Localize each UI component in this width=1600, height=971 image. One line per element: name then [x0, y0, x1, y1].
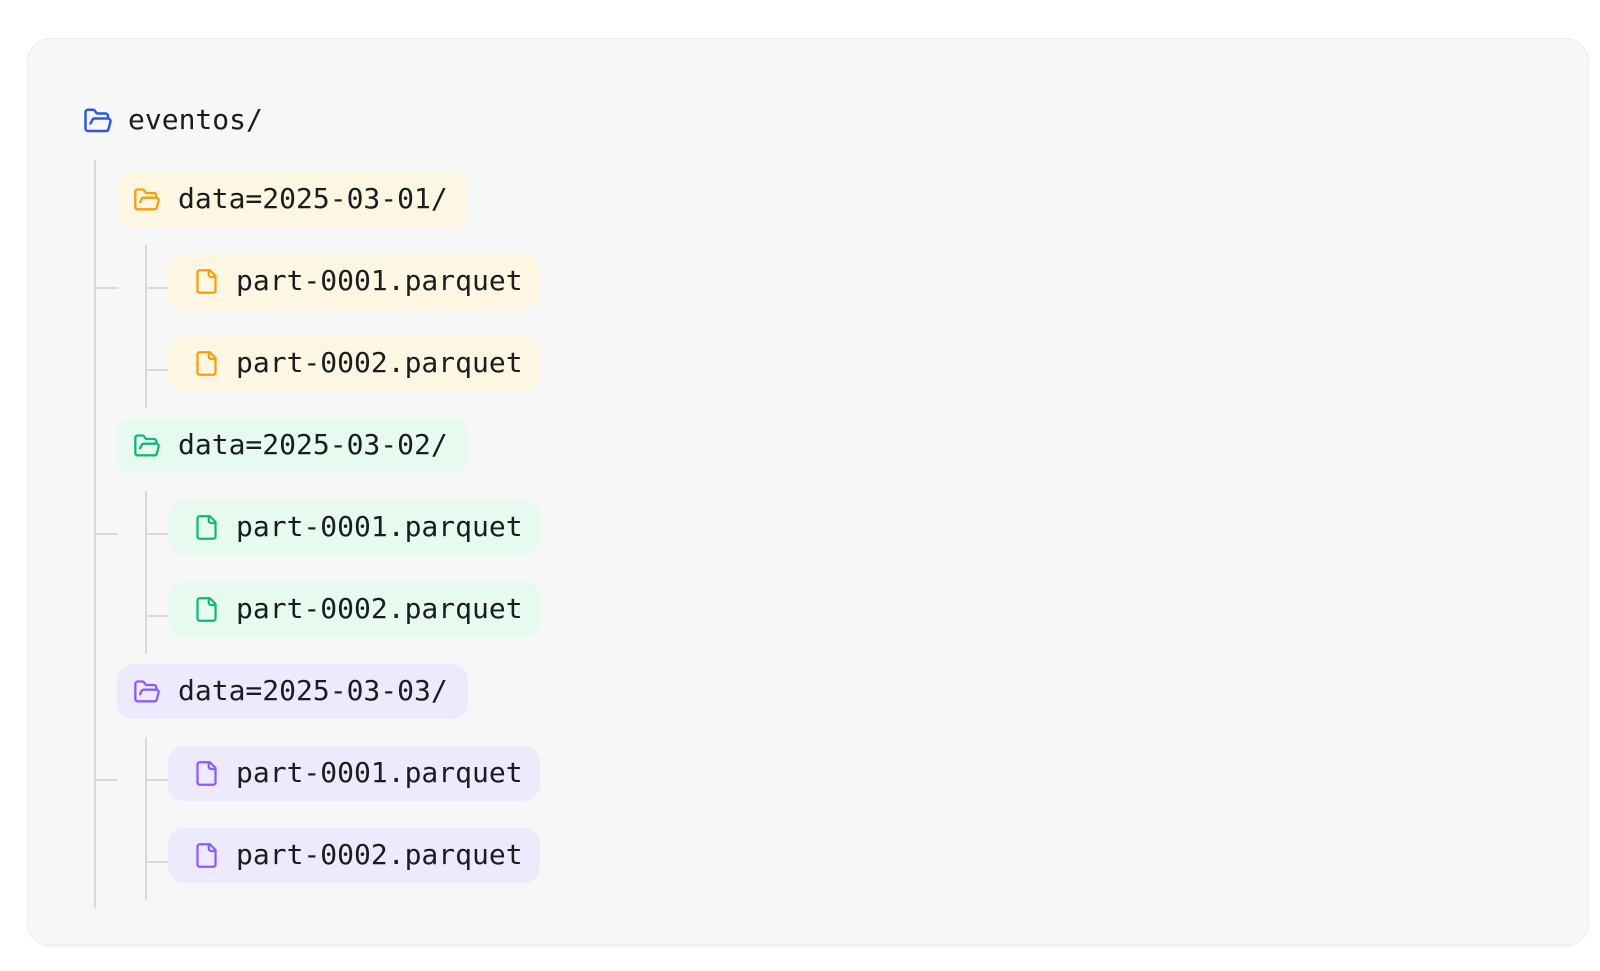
file-row: part-0001.parquet [168, 500, 540, 555]
file-label: part-0002.parquet [236, 591, 523, 625]
file-label: part-0002.parquet [236, 837, 523, 871]
tree-branch-tick [145, 287, 169, 289]
partition-folder-label: data=2025-03-01/ [178, 181, 448, 215]
file-icon [193, 596, 220, 623]
file-row: part-0001.parquet [168, 746, 540, 801]
partition-folder-row: data=2025-03-03/ [117, 664, 468, 719]
tree-branch-tick [94, 533, 118, 535]
tree-guide-line [145, 245, 147, 408]
file-label: part-0002.parquet [236, 345, 523, 379]
file-icon [193, 760, 220, 787]
file-icon [193, 514, 220, 541]
file-icon [193, 842, 220, 869]
partition-folder-label: data=2025-03-02/ [178, 427, 448, 461]
tree-branch-tick [145, 779, 169, 781]
file-row: part-0002.parquet [168, 336, 540, 391]
root-folder-row: eventos/ [83, 96, 263, 146]
file-row: part-0002.parquet [168, 828, 540, 883]
folder-open-icon [83, 106, 113, 136]
file-row: part-0001.parquet [168, 254, 540, 309]
partition-folder-label: data=2025-03-03/ [178, 673, 448, 707]
tree-branch-tick [145, 533, 169, 535]
tree-guide-line [145, 737, 147, 900]
tree-guide-line [145, 491, 147, 654]
partition-folder-row: data=2025-03-02/ [117, 418, 468, 473]
file-row: part-0002.parquet [168, 582, 540, 637]
partition-folder-row: data=2025-03-01/ [117, 172, 468, 227]
tree-branch-tick [94, 287, 118, 289]
tree-branch-tick [145, 615, 169, 617]
file-label: part-0001.parquet [236, 755, 523, 789]
folder-open-icon [133, 678, 161, 706]
file-icon [193, 268, 220, 295]
root-folder-label: eventos/ [128, 103, 263, 136]
file-label: part-0001.parquet [236, 263, 523, 297]
folder-open-icon [133, 432, 161, 460]
file-icon [193, 350, 220, 377]
tree-branch-tick [145, 369, 169, 371]
tree-branch-tick [145, 861, 169, 863]
file-label: part-0001.parquet [236, 509, 523, 543]
folder-open-icon [133, 186, 161, 214]
tree-branch-tick [94, 779, 118, 781]
